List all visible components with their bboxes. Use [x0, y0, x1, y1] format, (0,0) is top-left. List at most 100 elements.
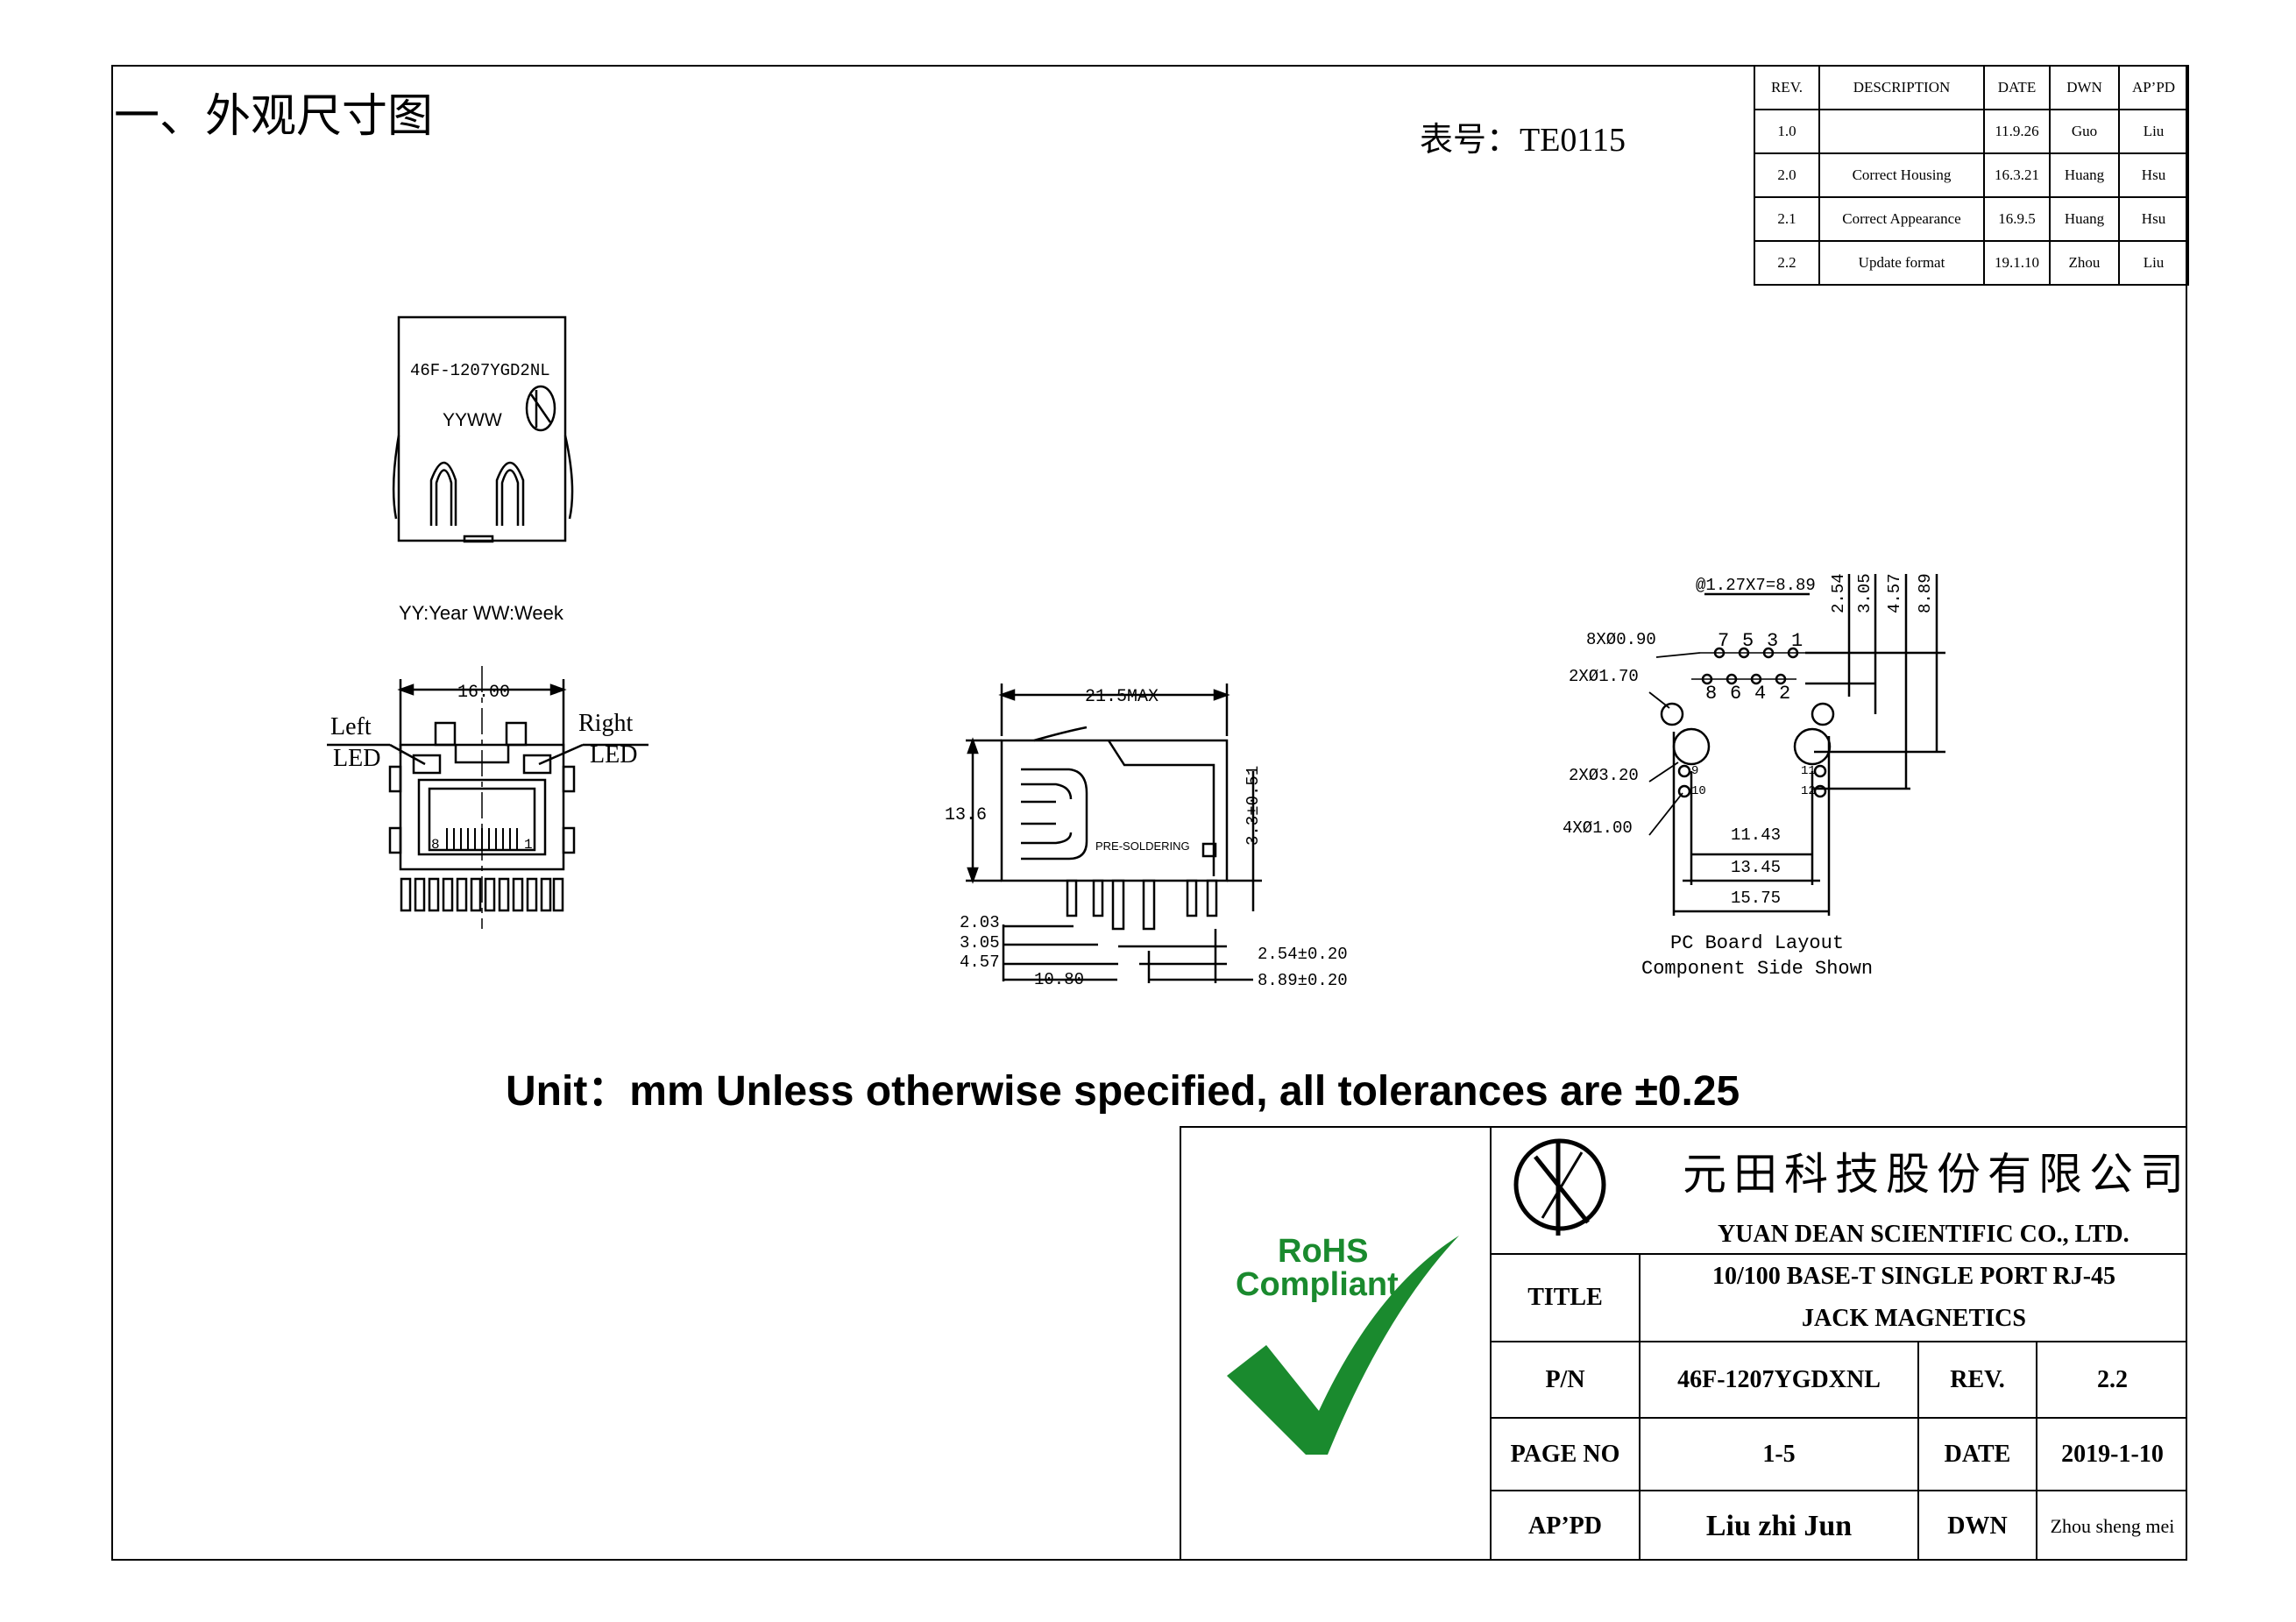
top-view-slot-outer-left	[429, 461, 457, 526]
top-view-slot-inner-right	[500, 469, 520, 526]
table-cell: 2.1	[1754, 196, 1820, 242]
table-row: 2.2 Update format 19.1.10 Zhou Liu	[1754, 240, 2189, 286]
pin-11: 11	[1801, 764, 1816, 778]
page-no-label: PAGE NO	[1510, 1440, 1620, 1468]
table-cell: Huang	[2049, 152, 2120, 198]
pin-7: 7	[1718, 630, 1729, 652]
hole-spec-1-00: 4XØ1.00	[1563, 818, 1633, 838]
vdim-8-89: 8.89	[1916, 573, 1935, 613]
front-view-port	[417, 778, 547, 856]
table-cell: 11.9.26	[1983, 109, 2051, 154]
date-code-legend: YY:Year WW:Week	[399, 602, 564, 624]
page-heading: 一、外观尺寸图	[114, 90, 434, 143]
pre-soldering-note: PRE-SOLDERING	[1095, 839, 1190, 853]
revision-header-row: REV. DESCRIPTION DATE DWN AP’PD	[1754, 65, 2189, 110]
date-header: DATE	[1983, 65, 2051, 110]
front-view	[327, 666, 648, 929]
led-hole-left	[1660, 702, 1684, 726]
side-view-legs	[1066, 879, 1218, 931]
revision-table: REV. DESCRIPTION DATE DWN AP’PD 1.0 11.9…	[1754, 65, 2189, 286]
pcb-height-dimension: 3.3±0.51	[1244, 766, 1263, 846]
description-header: DESCRIPTION	[1818, 65, 1985, 110]
pcb-caption-1: PC Board Layout	[1670, 932, 1844, 954]
vdim-4-57: 4.57	[1885, 573, 1904, 613]
hole-spec-3-20: 2XØ3.20	[1569, 766, 1639, 785]
rev-value: 2.2	[2097, 1365, 2128, 1393]
right-led-label: Right	[578, 710, 633, 737]
pin-2: 2	[1779, 683, 1790, 705]
top-view-slot-outer-right	[495, 461, 525, 526]
rev-header: REV.	[1754, 65, 1820, 110]
table-cell: 16.3.21	[1983, 152, 2051, 198]
appd-header: AP’PD	[2118, 65, 2189, 110]
right-led-lens	[505, 721, 528, 747]
table-cell: 2.0	[1754, 152, 1820, 198]
date-label: DATE	[1944, 1440, 2011, 1468]
mounting-hole-left	[1672, 727, 1711, 766]
company-name-chinese: 元田科技股份有限公司	[1683, 1149, 2191, 1200]
title-value-line-2: JACK MAGNETICS	[1802, 1305, 2026, 1332]
dim-2-54: 2.54±0.20	[1258, 945, 1348, 964]
side-view	[966, 684, 1262, 983]
compliant-text: Compliant	[1236, 1266, 1399, 1303]
pn-value: 46F-1207YGDXNL	[1677, 1365, 1881, 1393]
pin-1: 1	[1791, 630, 1803, 652]
page-no-value: 1-5	[1762, 1440, 1796, 1468]
table-cell: Huang	[2049, 196, 2120, 242]
left-led-window	[412, 754, 442, 775]
hdim-11-43: 11.43	[1731, 825, 1781, 845]
mounting-hole-right	[1793, 727, 1832, 766]
rohs-text: RoHS	[1278, 1233, 1368, 1270]
left-led-label-2: LED	[333, 745, 380, 772]
title-label: TITLE	[1527, 1284, 1603, 1311]
company-name-english: YUAN DEAN SCIENTIFIC CO., LTD.	[1718, 1221, 2129, 1248]
dim-4-57: 4.57	[960, 953, 1000, 972]
pin-3: 3	[1767, 630, 1778, 652]
title-value-line-1: 10/100 BASE-T SINGLE PORT RJ-45	[1711, 1263, 2116, 1290]
rohs-compliant-badge: RoHS Compliant	[1227, 1233, 1459, 1455]
led-hole-right	[1811, 702, 1835, 726]
hdim-13-45: 13.45	[1731, 858, 1781, 877]
date-code: YYWW	[443, 410, 502, 430]
top-view-tab	[463, 535, 494, 543]
dim-10-80: 10.80	[1034, 970, 1084, 989]
vdim-2-54: 2.54	[1829, 573, 1848, 613]
appd-value: Liu zhi Jun	[1705, 1509, 1853, 1542]
pcb-pins	[1701, 647, 1799, 685]
dwn-header: DWN	[2049, 65, 2120, 110]
top-view	[392, 315, 574, 543]
table-cell: 19.1.10	[1983, 240, 2051, 286]
length-dimension: 21.5MAX	[1085, 687, 1159, 707]
table-cell: Update format	[1818, 240, 1985, 286]
table-cell: Hsu	[2118, 152, 2189, 198]
part-marking: 46F-1207YGD2NL	[410, 361, 550, 380]
table-cell: Liu	[2118, 109, 2189, 154]
rohs-cell	[1180, 1126, 1492, 1561]
pcb-layout-view	[1648, 574, 1945, 916]
table-row: 2.1 Correct Appearance 16.9.5 Huang Hsu	[1754, 196, 2189, 242]
table-cell: 16.9.5	[1983, 196, 2051, 242]
form-number: 表号：TE0115	[1420, 122, 1626, 159]
pin-8: 8	[1705, 683, 1717, 705]
left-led-label: Left	[330, 713, 372, 740]
table-cell	[1818, 109, 1985, 154]
dwn-value: Zhou sheng mei	[2050, 1514, 2175, 1537]
top-view-slot-inner-left	[435, 469, 453, 526]
dim-2-03: 2.03	[960, 913, 1000, 932]
pin-label-first: 8	[431, 837, 440, 853]
table-cell: Correct Housing	[1818, 152, 1985, 198]
company-logo-icon	[1513, 1138, 1606, 1236]
unit-tolerance-note: Unit：mm Unless otherwise specified, all …	[506, 1068, 1740, 1115]
dim-8-89: 8.89±0.20	[1258, 971, 1348, 990]
front-view-legs	[400, 877, 564, 912]
pitch-dimension: @1.27X7=8.89	[1696, 576, 1816, 595]
right-led-label-2: LED	[590, 741, 637, 769]
table-row: 2.0 Correct Housing 16.3.21 Huang Hsu	[1754, 152, 2189, 198]
table-cell: Correct Appearance	[1818, 196, 1985, 242]
pn-label: P/N	[1545, 1365, 1585, 1393]
table-cell: Zhou	[2049, 240, 2120, 286]
appd-label: AP’PD	[1528, 1512, 1602, 1540]
top-view-left-arc	[392, 435, 400, 520]
brand-logo-icon	[525, 385, 556, 432]
